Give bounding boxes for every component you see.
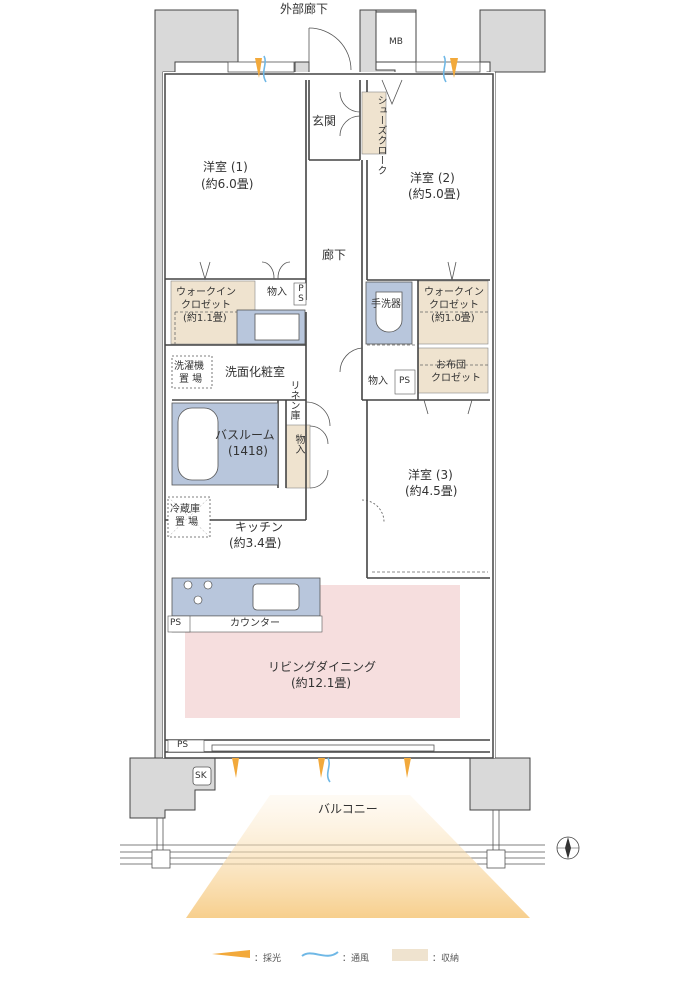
door-swings xyxy=(199,27,473,523)
counter-label: カウンター xyxy=(230,618,280,629)
ps4-label: PS xyxy=(177,740,189,750)
washer-line2: 置 場 xyxy=(179,374,203,385)
legend-light-text: ：採光 xyxy=(254,954,282,964)
legend-storage-text: ：収納 xyxy=(432,954,460,964)
bathroom-name: バスルーム xyxy=(215,428,275,442)
kitchen-size: (約3.4畳) xyxy=(229,536,282,550)
futon-line2: クロゼット xyxy=(431,373,481,384)
wic2-size: (約1.0畳) xyxy=(431,313,475,324)
mb-box xyxy=(375,11,417,63)
sk-label: SK xyxy=(195,771,207,781)
legend-vent-icon xyxy=(301,951,339,957)
ps1-label: PS xyxy=(296,284,306,304)
room2-size: (約5.0畳) xyxy=(408,187,461,201)
ps2-label: PS xyxy=(399,376,411,386)
compass-icon xyxy=(556,836,580,860)
wic1-line1: ウォークイン xyxy=(176,287,236,298)
washer-line1: 洗濯機 xyxy=(174,361,204,372)
linen-label: リネン庫 xyxy=(288,380,299,420)
futon-line1: お布団 xyxy=(436,360,466,371)
wic2-line1: ウォークイン xyxy=(424,287,484,298)
kitchen-name: キッチン xyxy=(235,520,284,534)
bathroom-size: (1418) xyxy=(228,444,268,458)
room1-size: (約6.0畳) xyxy=(201,177,254,191)
interior-walls xyxy=(165,80,490,753)
light-markers xyxy=(232,58,458,778)
outer-corridor-label: 外部廊下 xyxy=(280,2,329,16)
entrance-label: 玄関 xyxy=(312,114,337,128)
ps3-label: PS xyxy=(170,618,182,628)
fridge-line1: 冷蔵庫 xyxy=(170,504,200,515)
washbasin-label: 手洗器 xyxy=(371,299,401,310)
living-size: (約12.1畳) xyxy=(291,676,352,690)
mb-label: MB xyxy=(389,37,403,47)
wic2-line2: クロゼット xyxy=(429,300,479,311)
storage-fills xyxy=(170,91,489,489)
fixtures xyxy=(171,281,413,617)
legend-light-icon xyxy=(212,950,250,958)
storage3-label: 物入 xyxy=(293,434,304,454)
legend-ventilation-text: ：通風 xyxy=(342,954,370,964)
legend: ：採光 ：通風 ：収納 xyxy=(0,947,700,967)
fridge-line2: 置 場 xyxy=(175,517,199,528)
hallway-label: 廊下 xyxy=(322,248,347,262)
storage2-label: 物入 xyxy=(368,376,388,387)
wic1-size: (約1.1畳) xyxy=(183,313,227,324)
balcony-label: バルコニー xyxy=(318,802,378,816)
legend-storage-swatch xyxy=(392,949,428,961)
room3-name: 洋室 (3) xyxy=(408,468,453,482)
storage1-label: 物入 xyxy=(267,287,287,298)
room3-size: (約4.5畳) xyxy=(405,484,458,498)
room2-name: 洋室 (2) xyxy=(410,171,455,185)
powder-room-label: 洗面化粧室 xyxy=(225,365,286,379)
ventilation-markers xyxy=(262,55,447,783)
wic1-line2: クロゼット xyxy=(181,300,231,311)
room1-name: 洋室 (1) xyxy=(203,160,248,174)
sunlight-beam xyxy=(186,795,530,918)
shoe-closet-label: シューズクローク xyxy=(375,95,386,175)
living-name: リビングダイニング xyxy=(268,660,377,674)
